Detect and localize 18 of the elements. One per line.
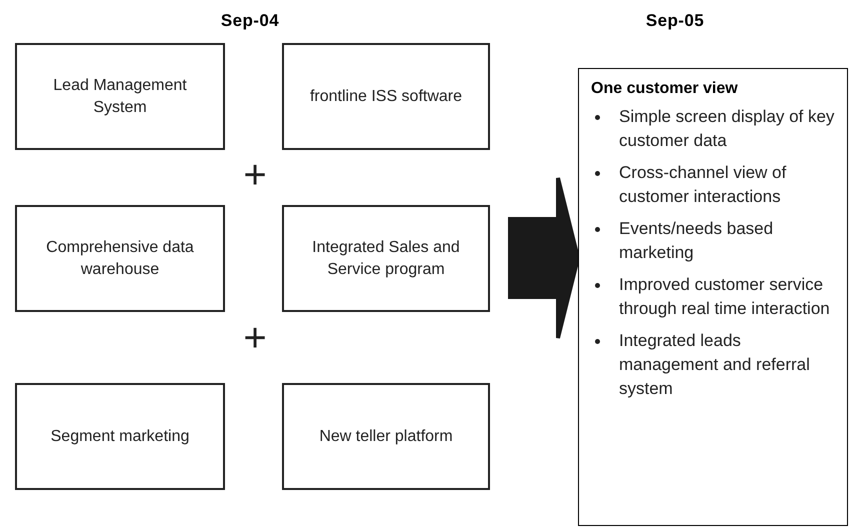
box-heading: One customer view <box>591 79 739 99</box>
process-box: frontline ISS software <box>282 43 490 150</box>
bullet-item: Cross-channel view of customer interactions <box>591 161 835 209</box>
bulleted-list-box <box>578 68 848 526</box>
process-box: Segment marketing <box>15 383 225 490</box>
bullet-item: Events/needs based marketing <box>591 217 835 265</box>
process-box: Comprehensive data warehouse <box>15 205 225 312</box>
bullet-item: Improved customer service through real time interaction <box>591 273 835 321</box>
process-box: Integrated Sales and Service program <box>282 205 490 312</box>
bullet-item: Integrated leads management and referral system <box>591 329 835 401</box>
process-box: New teller platform <box>282 383 490 490</box>
plus-sign: + <box>242 155 268 195</box>
column-heading: Sep-04 <box>220 10 280 32</box>
bullet-item: Simple screen display of key customer data <box>591 105 835 153</box>
plus-sign: + <box>242 318 268 358</box>
column-heading: Sep-05 <box>644 10 706 32</box>
process-box: Lead Management System <box>15 43 225 150</box>
block-arrow <box>508 176 580 340</box>
